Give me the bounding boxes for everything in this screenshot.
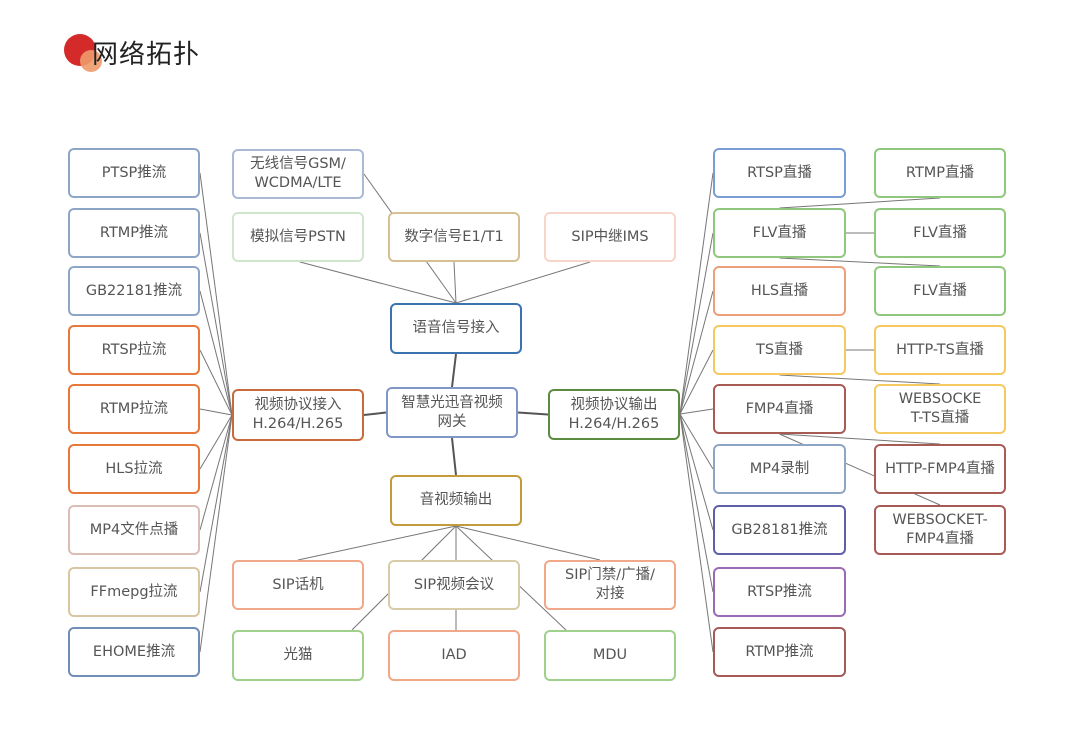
node-r7: RTSP推流	[713, 567, 846, 617]
node-iad: IAD	[388, 630, 520, 681]
node-r1: FLV直播	[713, 208, 846, 258]
edge-gateway-avout	[451, 437, 457, 476]
edge-pstn-voice	[299, 261, 457, 304]
node-r3: TS直播	[713, 325, 846, 375]
page-title: 网络拓扑	[92, 40, 201, 70]
node-r2: HLS直播	[713, 266, 846, 316]
logo-orange-circle-icon	[80, 50, 102, 72]
node-r5: MP4录制	[713, 444, 846, 494]
edge-vout-r6	[679, 413, 714, 531]
node-wireless: 无线信号GSM/ WCDMA/LTE	[232, 149, 364, 199]
node-sipphone: SIP话机	[232, 560, 364, 610]
edge-l1-vin	[199, 232, 233, 416]
edge-l5-vin	[199, 414, 233, 470]
node-mdu: MDU	[544, 630, 676, 681]
node-f6: WEBSOCKET- FMP4直播	[874, 505, 1006, 555]
node-f4: WEBSOCKE T-TS直播	[874, 384, 1006, 434]
node-vout: 视频协议输出 H.264/H.265	[548, 389, 680, 440]
edge-vout-r1	[679, 232, 714, 415]
node-r0: RTSP直播	[713, 148, 846, 198]
node-f0: RTMP直播	[874, 148, 1006, 198]
node-l2: GB22181推流	[68, 266, 200, 316]
edge-vout-r0	[679, 172, 714, 415]
node-ims: SIP中继IMS	[544, 212, 676, 262]
edge-avout-sipphone	[297, 525, 457, 561]
edge-avout-sipdoor	[455, 525, 601, 561]
node-f5: HTTP-FMP4直播	[874, 444, 1006, 494]
node-e1: 数字信号E1/T1	[388, 212, 520, 262]
edge-r1-f2	[779, 257, 941, 267]
edge-vout-r5	[679, 413, 714, 470]
edge-vin-gateway	[363, 411, 387, 416]
edge-voice-gateway	[451, 353, 457, 388]
node-r8: RTMP推流	[713, 627, 846, 677]
node-ont: 光猫	[232, 630, 364, 681]
node-f3: HTTP-TS直播	[874, 325, 1006, 375]
edge-ims-voice	[455, 261, 591, 304]
node-r4: FMP4直播	[713, 384, 846, 434]
node-l7: FFmepg拉流	[68, 567, 200, 617]
edge-l3-vin	[199, 349, 233, 416]
edge-gateway-vout	[517, 411, 549, 416]
node-l5: HLS拉流	[68, 444, 200, 494]
edge-l7-vin	[199, 414, 233, 593]
node-f1: FLV直播	[874, 208, 1006, 258]
edge-r4-f5	[779, 433, 941, 445]
node-voice: 语音信号接入	[390, 303, 522, 354]
edge-vout-r2	[679, 290, 714, 415]
node-sipdoor: SIP门禁/广播/ 对接	[544, 560, 676, 610]
edge-vout-r4	[679, 408, 714, 415]
edge-vout-r3	[679, 349, 714, 415]
node-sipconf: SIP视频会议	[388, 560, 520, 610]
edge-e1-voice	[453, 261, 457, 304]
node-l8: EHOME推流	[68, 627, 200, 677]
node-l0: PTSP推流	[68, 148, 200, 198]
node-pstn: 模拟信号PSTN	[232, 212, 364, 262]
edge-vout-r8	[679, 413, 714, 653]
edge-l8-vin	[199, 414, 233, 653]
edge-r1-f0	[779, 197, 941, 209]
node-l1: RTMP推流	[68, 208, 200, 258]
edge-vout-r7	[679, 413, 714, 593]
edge-l4-vin	[199, 408, 233, 416]
node-vin: 视频协议接入 H.264/H.265	[232, 389, 364, 441]
edge-l2-vin	[199, 290, 233, 416]
edge-l6-vin	[199, 414, 233, 531]
edge-l0-vin	[199, 172, 233, 416]
node-avout: 音视频输出	[390, 475, 522, 526]
node-l3: RTSP拉流	[68, 325, 200, 375]
edge-r3-f4	[779, 374, 941, 385]
node-f2: FLV直播	[874, 266, 1006, 316]
node-gateway: 智慧光迅音视频 网关	[386, 387, 518, 438]
node-l4: RTMP拉流	[68, 384, 200, 434]
node-r6: GB28181推流	[713, 505, 846, 555]
node-l6: MP4文件点播	[68, 505, 200, 555]
